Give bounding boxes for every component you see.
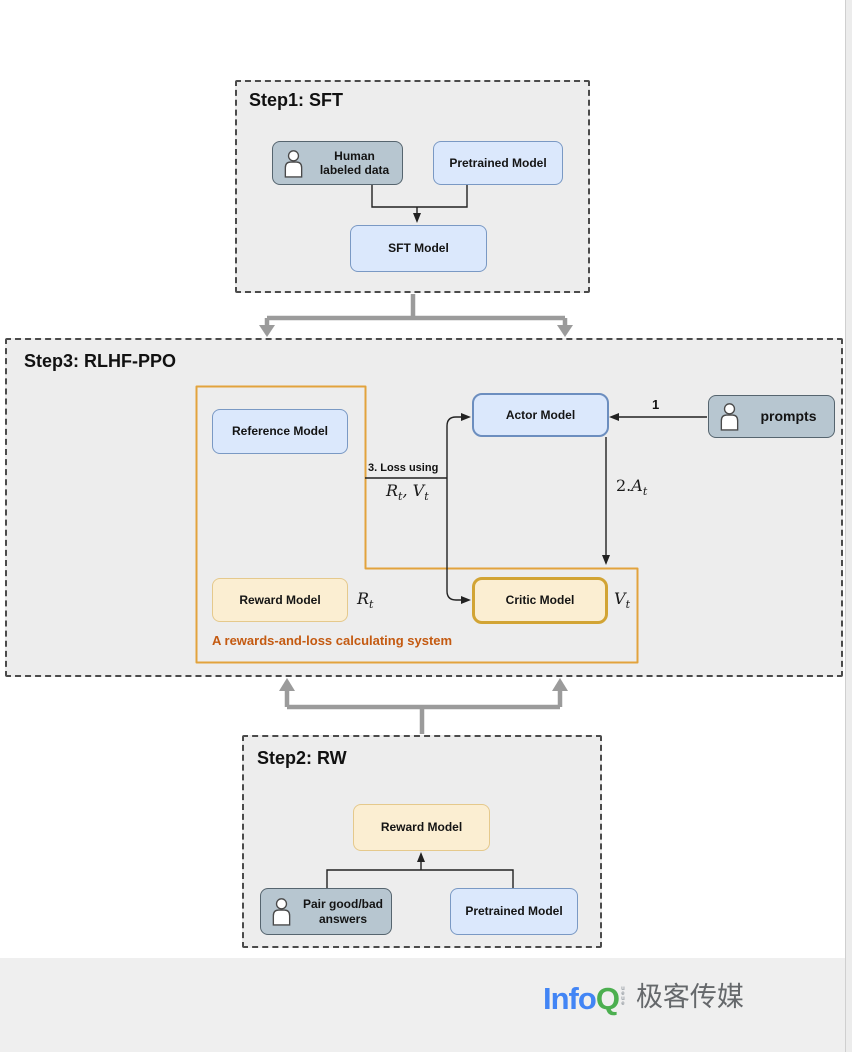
- advantage-label: 2.At: [616, 476, 648, 499]
- step2-merge-connector: [326, 869, 514, 888]
- flow-arrowhead-left-down: [259, 325, 275, 337]
- person-icon: [284, 149, 303, 178]
- flow-arrowhead-right-down: [557, 325, 573, 337]
- reference-model-node: Reference Model: [212, 409, 348, 454]
- rewards-loss-system-caption: A rewards-and-loss calculating system: [212, 633, 453, 648]
- infoq-logo-chinese: 极客传媒: [635, 982, 744, 1012]
- person-icon: [720, 403, 739, 431]
- infoq-logo-queue: ueue: [619, 986, 626, 1006]
- prompts-label: prompts: [760, 408, 817, 425]
- infoq-logo-info: Info: [543, 981, 597, 1016]
- step1-merge-connector: [371, 185, 468, 208]
- flow-step1-to-step3: [264, 294, 568, 326]
- infoq-logo-q: Q: [595, 981, 620, 1016]
- pair-good-bad-answers-node: Pair good/bad answers: [260, 888, 392, 935]
- step1-title: Step1: SFT: [249, 90, 344, 110]
- prompts-node: prompts: [708, 395, 835, 438]
- step2-title: Step2: RW: [257, 748, 347, 768]
- person-icon: [272, 898, 291, 926]
- vt-label: Vt: [614, 589, 630, 612]
- pretrained-model-node-step1: Pretrained Model: [433, 141, 563, 185]
- step3-rlhf-ppo-container: [5, 338, 843, 677]
- rt-label: Rt: [357, 589, 374, 612]
- loss-arrow-to-actor: [446, 413, 471, 478]
- pair-good-bad-answers-label: Pair good/bad answers: [302, 897, 383, 926]
- page-edge-scroll-strip[interactable]: [845, 0, 852, 1052]
- flow-arrowhead-right-up: [552, 678, 568, 691]
- infoq-logo: Info Q ueue 极客传媒: [543, 981, 744, 1016]
- sft-model-node: SFT Model: [350, 225, 487, 272]
- footer-bar: [0, 958, 845, 1052]
- step3-title: Step3: RLHF-PPO: [24, 351, 177, 371]
- flow-step2-to-step3: [284, 690, 563, 734]
- reward-model-node-step2: Reward Model: [353, 804, 490, 851]
- rewards-loss-system-outline: [195, 385, 639, 664]
- loss-arrow-to-critic: [446, 478, 471, 604]
- human-labeled-data-label: Human labeled data: [319, 148, 390, 177]
- loss-using-label: 3. Loss using: [368, 462, 439, 474]
- actor-model-node: Actor Model: [472, 393, 609, 437]
- arrow-label-1: 1: [652, 397, 660, 412]
- loss-rt-vt-label: Rt, Vt: [386, 481, 429, 504]
- flow-arrowhead-left-up: [279, 678, 295, 691]
- critic-model-node: Critic Model: [472, 577, 608, 624]
- human-labeled-data-node: Human labeled data: [272, 141, 403, 185]
- reward-model-node-step3: Reward Model: [212, 578, 348, 622]
- pretrained-model-node-step2: Pretrained Model: [450, 888, 578, 935]
